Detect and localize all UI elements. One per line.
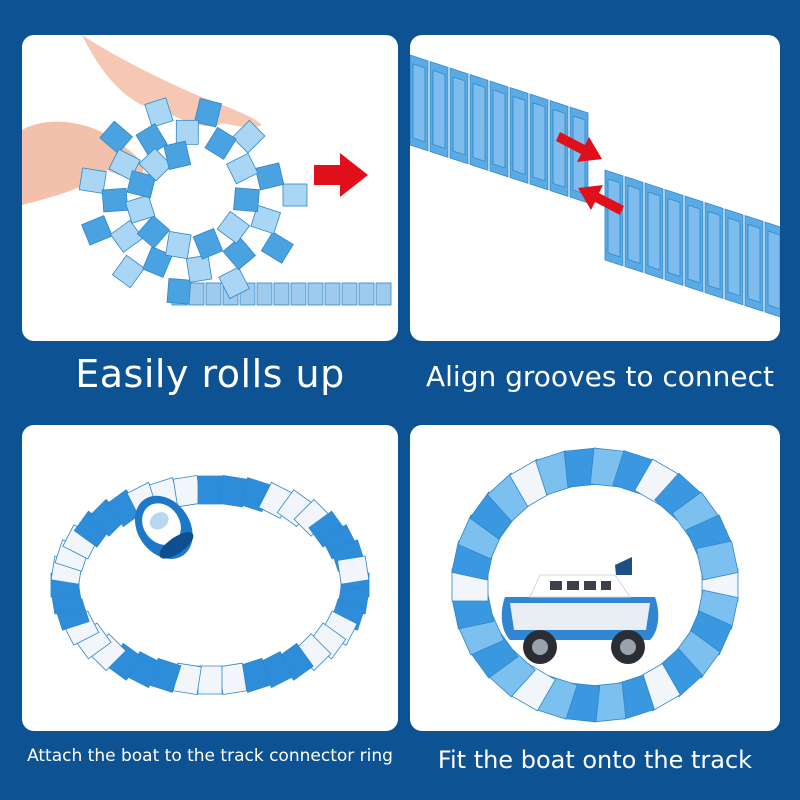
ring-track-image [50, 475, 370, 695]
caption-align-grooves: Align grooves to connect [426, 360, 774, 393]
loop-track-image [451, 447, 739, 723]
arrow-down-right-icon [556, 132, 602, 162]
connect-track-image [410, 54, 780, 319]
panel-connector-ring [22, 425, 398, 731]
panel-rolls-up [22, 35, 398, 341]
panel-fit-boat [410, 425, 780, 731]
caption-connector-ring: Attach the boat to the track connector r… [27, 746, 393, 766]
caption-fit-boat: Fit the boat onto the track [437, 746, 753, 774]
caption-rolls-up: Easily rolls up [75, 352, 345, 396]
arrow-right-icon [314, 153, 368, 197]
arrow-up-left-icon [578, 185, 624, 215]
rolled-track-image [22, 35, 392, 306]
panel-align-grooves [410, 35, 780, 341]
